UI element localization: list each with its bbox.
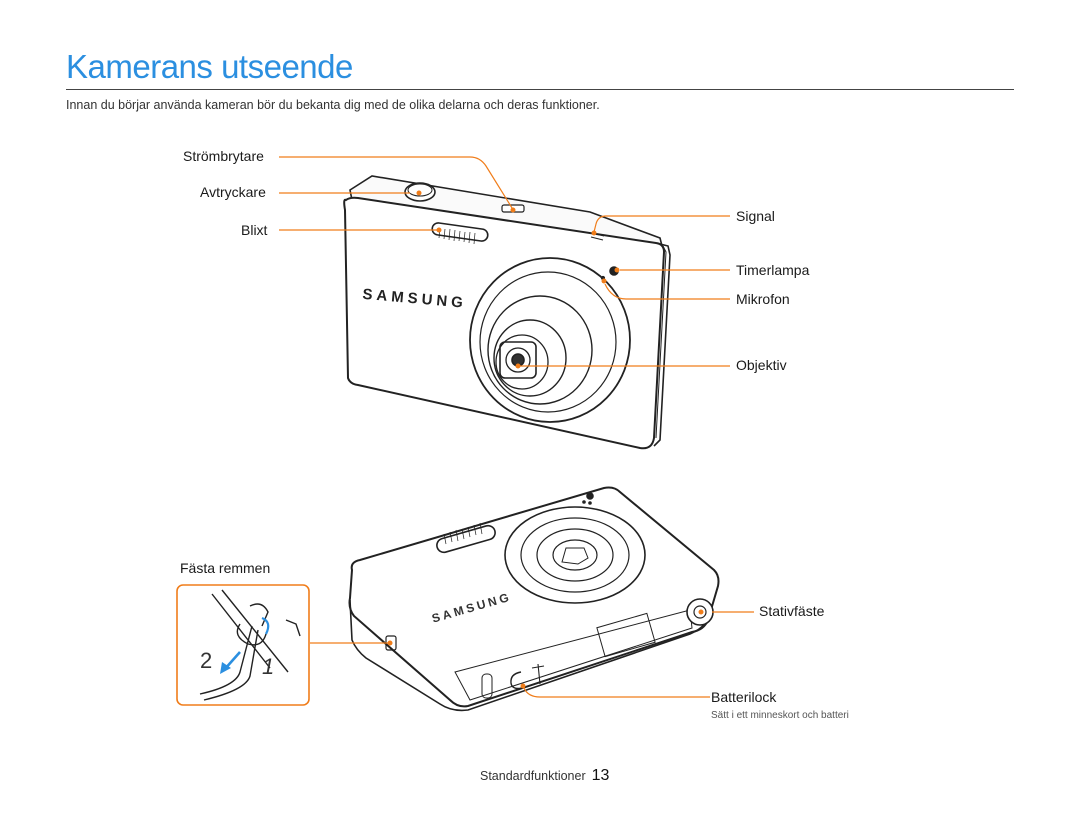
front-camera-illustration	[343, 175, 671, 450]
step-1-label: 1	[262, 654, 274, 679]
label-flash: Blixt	[241, 222, 268, 238]
label-strap: Fästa remmen	[180, 560, 271, 576]
callout-dots	[387, 190, 704, 689]
page-footer: Standardfunktioner 13	[480, 767, 609, 785]
label-power: Strömbrytare	[183, 148, 264, 164]
strap-arrow-1-icon	[261, 616, 270, 635]
strap-inset-illustration	[199, 589, 301, 701]
bottom-camera-illustration	[348, 486, 720, 712]
label-lens: Objektiv	[736, 357, 787, 373]
label-tripod: Stativfäste	[759, 603, 825, 619]
strap-inset-frame	[176, 584, 310, 706]
page-title: Kamerans utseende	[66, 48, 353, 85]
page-number: 13	[591, 767, 610, 784]
label-shutter: Avtryckare	[200, 184, 266, 200]
step-2-label: 2	[200, 648, 212, 673]
label-timer-lamp: Timerlampa	[736, 262, 810, 278]
battery-note: Sätt i ett minneskort och batteri	[711, 710, 849, 721]
title-divider	[66, 89, 1014, 90]
label-microphone: Mikrofon	[736, 291, 790, 307]
intro-text: Innan du börjar använda kameran bör du b…	[66, 98, 600, 112]
label-signal: Signal	[736, 208, 775, 224]
callout-lines	[279, 156, 754, 698]
label-battery: Batterilock	[711, 689, 777, 705]
footer-section: Standardfunktioner	[480, 769, 586, 783]
